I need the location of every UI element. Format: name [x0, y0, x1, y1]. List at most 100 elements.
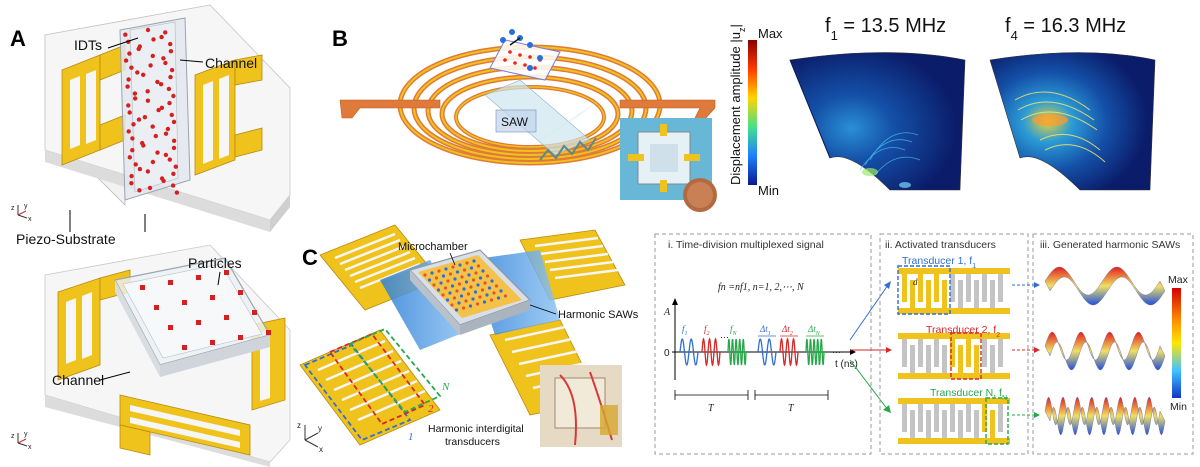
chamber-dot: [458, 263, 462, 267]
saw-label: SAW: [501, 115, 529, 129]
panel-c-label: C: [302, 245, 318, 270]
piezo-substrate-label: Piezo-Substrate: [16, 231, 116, 247]
particle: [137, 188, 142, 193]
particle: [123, 58, 129, 63]
particle: [141, 143, 146, 148]
channel-top: [119, 17, 191, 201]
burst-label: ΔtN: [807, 324, 821, 337]
particle: [123, 32, 128, 37]
chamber-dot: [423, 273, 427, 277]
particle: [125, 84, 130, 89]
chamber-dot: [450, 284, 455, 288]
chamber-dot: [472, 259, 476, 263]
particle: [161, 178, 166, 184]
particle-cluster: [140, 285, 145, 290]
chamber-dot: [480, 288, 485, 292]
transducer-bus-top: [898, 268, 1010, 274]
chamber-dot: [499, 289, 503, 293]
burst-label: f2: [704, 324, 710, 337]
saw-beams: [484, 79, 600, 161]
particle: [150, 53, 155, 59]
subpanel-iii-title: iii. Generated harmonic SAWs: [1040, 239, 1180, 251]
particle: [170, 183, 176, 188]
particle-cluster: [238, 290, 243, 295]
particle: [145, 27, 151, 33]
chamber-dot: [432, 283, 436, 287]
transducer-finger: [910, 345, 915, 373]
panel-a: A IDTs Channel: [10, 4, 291, 467]
particle: [159, 105, 165, 111]
particle: [129, 65, 134, 70]
transducer-finger: [926, 345, 931, 373]
svg-text:x: x: [28, 216, 32, 223]
subpanel-ii-frame: [879, 233, 1029, 455]
chamber-dot: [482, 300, 487, 304]
axes-icon-c: z y x: [297, 421, 323, 454]
chamber-dot: [439, 281, 443, 285]
chamber-dot: [478, 295, 482, 299]
harmonic-saw-wave: [1044, 331, 1166, 371]
transducer-finger: [974, 345, 979, 373]
svg-text:t (ns): t (ns): [835, 359, 858, 370]
particles-bottom: [140, 270, 271, 350]
chamber-dot: [464, 299, 468, 303]
simulation-f1: [789, 52, 966, 191]
chip-with-particles: [489, 29, 561, 81]
idt-left-top: [61, 44, 126, 166]
particle: [168, 74, 173, 80]
particle: [156, 107, 161, 113]
chamber-dot: [469, 266, 474, 270]
particle: [133, 96, 138, 101]
chamber-dot: [492, 291, 496, 295]
subpanel-i-title: i. Time-division multiplexed signal: [668, 239, 824, 251]
particle-cluster: [210, 295, 215, 300]
harmonic-idt-top-right: [519, 229, 626, 301]
chamber-dot: [475, 302, 480, 306]
f1-title: f1 = 13.5 MHz: [825, 15, 946, 43]
subpanel-ii-title: ii. Activated transducers: [885, 239, 996, 251]
transducer-finger: [910, 280, 915, 308]
signal-burst: [779, 337, 799, 367]
chamber-dot: [476, 283, 480, 287]
transducer-finger: [918, 404, 923, 432]
transducer-2-label: Transducer 2, f2: [926, 324, 1000, 339]
idt-right-top: [194, 54, 263, 176]
colorbar-min: Min: [758, 183, 779, 198]
one-label: 1: [408, 431, 414, 443]
particle: [127, 51, 132, 56]
particle-cluster: [154, 305, 159, 310]
particle: [168, 41, 173, 47]
particle: [150, 124, 155, 129]
particle-cluster: [182, 300, 187, 305]
particle: [167, 157, 172, 162]
particle-cluster: [168, 280, 173, 285]
transducer-finger: [934, 339, 939, 367]
d-label: d: [913, 277, 918, 287]
transducer-bus-top: [898, 333, 1010, 339]
chamber-dot: [455, 270, 460, 274]
chamber-dot: [481, 269, 485, 273]
signal-burst: [757, 338, 777, 366]
chamber-dot: [464, 280, 469, 284]
particle: [159, 34, 164, 40]
transducer-finger: [902, 339, 907, 367]
transducer-finger: [998, 339, 1003, 367]
chamber-dot: [471, 278, 476, 282]
burst-label: f1: [682, 324, 688, 337]
svg-text:x: x: [319, 445, 323, 454]
harmonic-colorbar: [1172, 288, 1181, 398]
particle: [145, 169, 151, 174]
saw-channel-left: [380, 260, 470, 350]
svg-text:⋯: ⋯: [832, 347, 841, 357]
harmonic-idt-label-1: Harmonic interdigital: [428, 423, 524, 435]
particle: [171, 138, 177, 143]
panel-b: B: [332, 15, 1156, 212]
activated-transducers: [897, 265, 1010, 445]
chamber-dot: [478, 276, 483, 280]
chamber-dot: [459, 294, 464, 298]
particle-cluster: [196, 275, 201, 280]
chamber-dot: [490, 279, 494, 283]
particle: [145, 89, 150, 94]
chamber-dot: [483, 281, 487, 285]
particle: [130, 148, 135, 153]
